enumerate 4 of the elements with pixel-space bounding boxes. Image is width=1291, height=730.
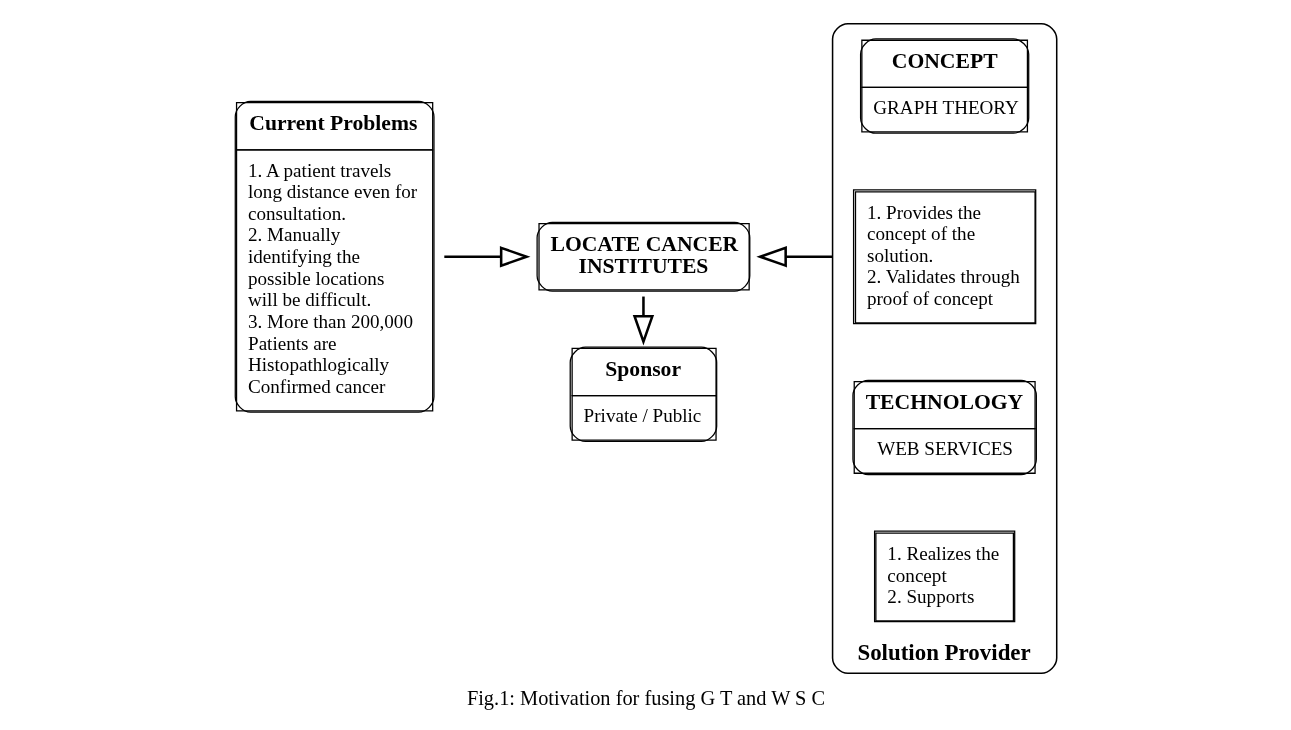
- arrow: [755, 246, 833, 268]
- arrow: [632, 296, 654, 346]
- caption: Fig.1: Motivation for fusing G T and W S C: [466, 686, 825, 709]
- arrow: [443, 246, 530, 268]
